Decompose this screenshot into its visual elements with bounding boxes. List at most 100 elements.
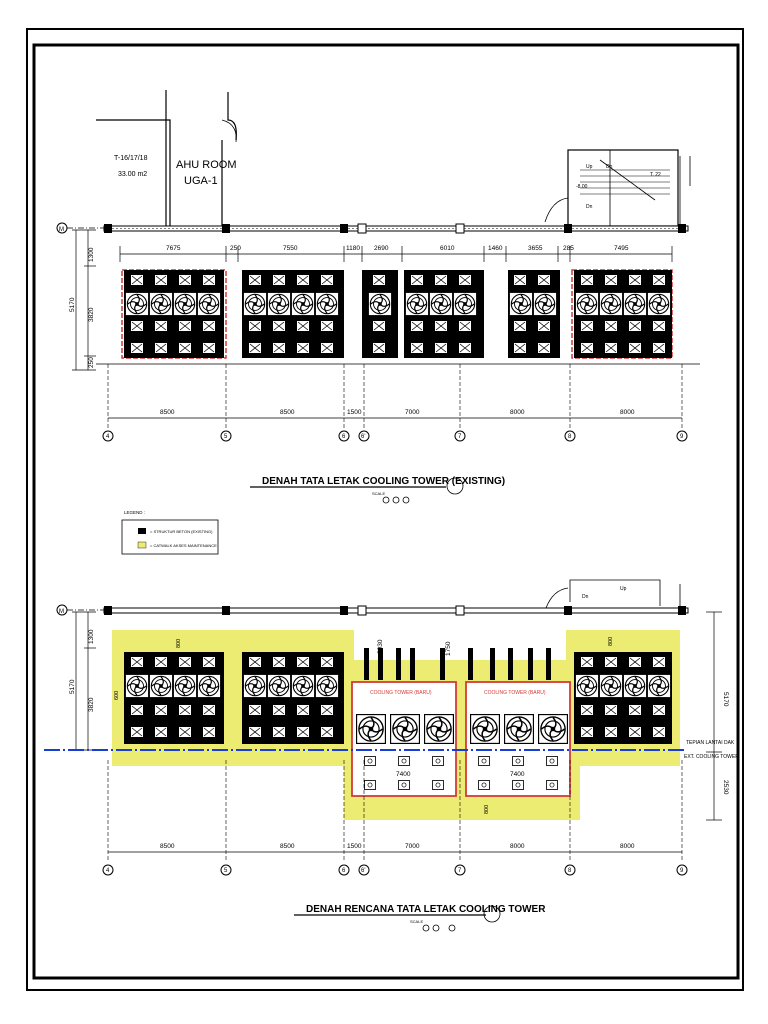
svg-text:4: 4 — [106, 868, 110, 874]
legend-swatch-catwalk — [137, 541, 147, 549]
svg-text:1460: 1460 — [488, 245, 503, 252]
ahu-room-label: AHU ROOM — [176, 159, 237, 171]
svg-text:7: 7 — [458, 434, 462, 440]
legend-swatch-structure — [138, 528, 146, 534]
plan-title-proposed: DENAH RENCANA TATA LETAK COOLING TOWER — [306, 904, 546, 915]
ct-group-4 — [404, 270, 484, 358]
new-ct-unit-1: COOLING TOWER (BARU) 7400 — [351, 681, 457, 797]
left-dim-2b: 3820 — [88, 697, 95, 712]
left-dim-totalb: 5170 — [69, 679, 76, 694]
svg-text:7: 7 — [458, 868, 462, 874]
small-dim-2: 800 — [176, 639, 182, 648]
svg-text:8500: 8500 — [280, 843, 295, 850]
svg-text:M: M — [59, 227, 64, 233]
svg-text:7550: 7550 — [283, 245, 298, 252]
svg-text:8: 8 — [568, 434, 572, 440]
right-dim-1: 5170 — [722, 692, 729, 707]
ct-group-1 — [121, 269, 227, 359]
top-dim-labels: 7675 250 7550 1180 2690 6010 1460 3655 2… — [166, 245, 629, 252]
left-dim-total: 5170 — [69, 297, 76, 312]
new-ct-label-1: COOLING TOWER (BARU) — [370, 690, 432, 696]
legend-item-catwalk: = CATWALK AKSES MAINTENANCE — [150, 543, 217, 548]
ct-group-5 — [508, 270, 560, 358]
ct-group-kept-3 — [574, 652, 672, 744]
stair-label-up: Up — [586, 164, 593, 170]
bottom-dim-labels: 8500 8500 1500 7000 8000 8000 — [160, 409, 635, 416]
svg-text:1500: 1500 — [347, 843, 362, 850]
svg-text:8000: 8000 — [510, 409, 525, 416]
left-dim-3: 250 — [88, 357, 95, 368]
stair-label-level: -8.00 — [576, 184, 588, 190]
svg-text:8000: 8000 — [620, 409, 635, 416]
floor-edge-note-2: EXT. COOLING TOWER — [684, 754, 739, 760]
svg-text:Dn: Dn — [582, 594, 589, 600]
svg-text:1180: 1180 — [346, 245, 360, 252]
room-code: T-16/17/18 — [114, 155, 148, 162]
ct-group-kept-2 — [242, 652, 344, 744]
ct-group-kept-1 — [124, 652, 224, 744]
small-dim-4: 800 — [484, 805, 490, 814]
stair-label-dn: Dn — [586, 204, 593, 210]
svg-text:6010: 6010 — [440, 245, 455, 252]
stair: Up Dn Dn T. 22 -8.00 — [544, 149, 691, 227]
svg-text:9: 9 — [680, 868, 684, 874]
svg-text:Up: Up — [620, 586, 627, 592]
svg-text:5: 5 — [224, 434, 228, 440]
svg-text:4: 4 — [106, 434, 110, 440]
svg-text:250: 250 — [230, 245, 241, 252]
svg-text:7000: 7000 — [405, 843, 420, 850]
stair-label-dn2: Dn — [606, 164, 613, 170]
svg-text:6: 6 — [342, 434, 346, 440]
inner-frame — [32, 43, 740, 980]
existing-plan: T-16/17/18 33.00 m2 AHU ROOM UGA-1 Up Dn… — [56, 90, 700, 504]
left-dim-2: 3820 — [88, 307, 95, 322]
svg-text:6': 6' — [361, 434, 365, 440]
grid-labels: 4 5 6 6' 7 8 9 — [106, 434, 684, 440]
svg-text:6: 6 — [342, 868, 346, 874]
small-dim-1: 600 — [114, 691, 120, 700]
svg-text:9: 9 — [680, 434, 684, 440]
ct-group-6 — [571, 269, 673, 359]
ct-group-2 — [242, 270, 344, 358]
outer-frame — [26, 28, 744, 991]
svg-text:8500: 8500 — [160, 843, 175, 850]
svg-text:7400: 7400 — [510, 771, 525, 778]
new-ct-label-2: COOLING TOWER (BARU) — [484, 690, 546, 696]
ct-group-3 — [362, 270, 398, 358]
vert-dim-2: 1750 — [445, 641, 452, 656]
plan-title-existing: DENAH TATA LETAK COOLING TOWER (EXISTING… — [262, 476, 505, 487]
bottom-dim-labels-b: 8500 8500 1500 7000 8000 8000 — [160, 843, 635, 850]
legend-item-structure: = STRUKTUR BETON (EXISTING) — [150, 529, 213, 534]
new-ct-unit-2: COOLING TOWER (BARU) 7400 — [465, 681, 571, 797]
svg-text:8500: 8500 — [280, 409, 295, 416]
svg-text:M: M — [59, 609, 64, 615]
ahu-room-code: UGA-1 — [184, 175, 218, 187]
svg-text:3655: 3655 — [528, 245, 543, 252]
svg-text:2690: 2690 — [374, 245, 389, 252]
legend-title: LEGEND : — [124, 510, 145, 515]
svg-text:5: 5 — [224, 868, 228, 874]
proposed-plan: Dn Up M 1300 3820 5170 5170 2530 — [44, 579, 739, 932]
scale-label-bottom: SCALE — [410, 919, 423, 924]
svg-text:8000: 8000 — [510, 843, 525, 850]
small-dim-3: 800 — [608, 637, 614, 646]
room-area: 33.00 m2 — [118, 171, 147, 178]
right-dim-2: 2530 — [722, 780, 729, 795]
legend: LEGEND : = STRUKTUR BETON (EXISTING) = C… — [121, 510, 219, 555]
svg-text:8: 8 — [568, 868, 572, 874]
svg-text:7495: 7495 — [614, 245, 629, 252]
scale-label-top: SCALE — [372, 491, 385, 496]
svg-text:7675: 7675 — [166, 245, 181, 252]
left-dim-1b: 1300 — [88, 629, 95, 644]
svg-text:7400: 7400 — [396, 771, 411, 778]
left-dim-1: 1300 — [88, 247, 95, 262]
svg-text:7000: 7000 — [405, 409, 420, 416]
floor-edge-note-1: TEPIAN LANTAI DAK — [686, 740, 735, 746]
svg-text:1500: 1500 — [347, 409, 362, 416]
svg-text:6': 6' — [361, 868, 365, 874]
svg-text:8000: 8000 — [620, 843, 635, 850]
svg-text:285: 285 — [563, 245, 574, 252]
vert-dim-1: 2930 — [377, 639, 384, 654]
grid-labels-b: 4 5 6 6' 7 8 9 — [106, 868, 684, 874]
